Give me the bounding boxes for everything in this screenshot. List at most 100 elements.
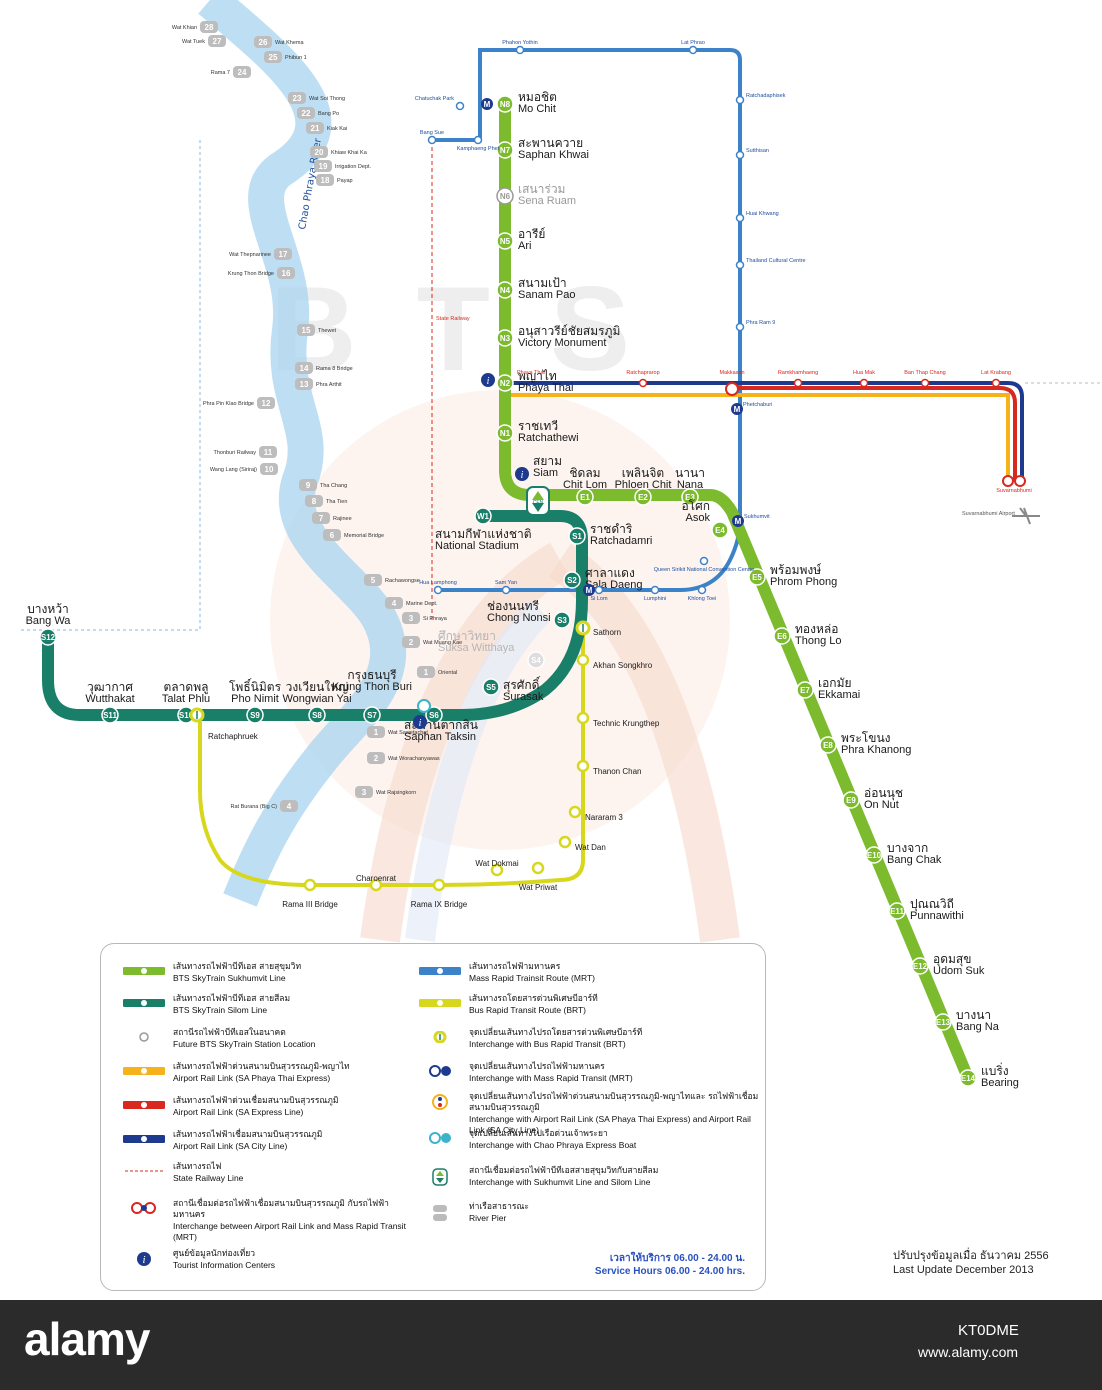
brt-station[interactable]: Sathorn: [593, 628, 621, 637]
arl-station[interactable]: Ramkhamhaeng: [778, 370, 818, 388]
mrt-station[interactable]: Chatuchak Park: [415, 96, 465, 111]
brt-station[interactable]: Wat Priwat: [519, 861, 558, 892]
mrt-interchange-phetchaburi[interactable]: M: [731, 403, 743, 415]
mrt-station[interactable]: Kamphaeng Phet: [457, 135, 500, 153]
brt-station[interactable]: Akhan Songkhro: [576, 653, 653, 670]
arl-station[interactable]: Ratchaprarop: [626, 370, 660, 388]
brt-station[interactable]: Wat Dan: [558, 835, 606, 852]
mrt-station[interactable]: Ratchadaphisek: [735, 93, 786, 105]
brt-station[interactable]: Technic Krungthep: [576, 711, 660, 728]
arl-station[interactable]: Lat Krabang: [981, 370, 1011, 388]
brt-station[interactable]: Nararam 3: [568, 805, 623, 822]
mrt-station[interactable]: Bang Sue: [420, 130, 444, 145]
mrt-station[interactable]: Lat Phrao: [681, 40, 705, 55]
mrt-station[interactable]: Lumphini: [644, 585, 666, 603]
cen-interchange[interactable]: CEN: [526, 486, 550, 516]
arl-station[interactable]: Ban Thap Chang: [904, 370, 946, 388]
mrt-station[interactable]: Hua Lamphong: [419, 580, 457, 595]
arl-station[interactable]: Suvarnabhumi: [996, 488, 1031, 494]
sukhumvit-station-e9[interactable]: E9อ่อนนุชOn Nut: [842, 786, 903, 811]
mrt-station[interactable]: Phahon Yothin: [502, 40, 538, 55]
mrt-interchange-chatuchak[interactable]: M: [481, 98, 493, 110]
brt-station[interactable]: Thanon Chan: [576, 759, 641, 776]
mrt-station[interactable]: Huai Khwang: [735, 211, 779, 223]
mrt-station[interactable]: Thailand Cultural Centre: [735, 258, 806, 270]
brt-station[interactable]: Ratchaphruek: [208, 732, 259, 741]
arl-station[interactable]: Hua Mak: [853, 370, 875, 388]
brt-station[interactable]: Rama IX Bridge: [411, 878, 468, 909]
arl-mrt-interchange-makkasan[interactable]: [725, 382, 739, 396]
silom-station-s3[interactable]: S3ช่องนนทรีChong Nonsi: [487, 599, 571, 629]
mrt-station[interactable]: Si Lom: [590, 585, 608, 603]
brt-station[interactable]: Rama III Bridge: [282, 878, 338, 909]
arl-station[interactable]: Phaya Thai: [517, 370, 545, 376]
brt-station[interactable]: Charoenrat: [356, 874, 397, 892]
mrt-station[interactable]: Queen Sirikit National Convention Centre: [654, 556, 755, 574]
mrt-interchange-silom[interactable]: M: [583, 584, 595, 596]
mrt-interchange-sukhumvit[interactable]: M: [732, 515, 744, 527]
mrt-station[interactable]: Khlong Toei: [688, 585, 717, 603]
brt-station[interactable]: Wat Dokmai: [475, 859, 519, 877]
mrt-station[interactable]: Sutthisan: [735, 148, 769, 160]
